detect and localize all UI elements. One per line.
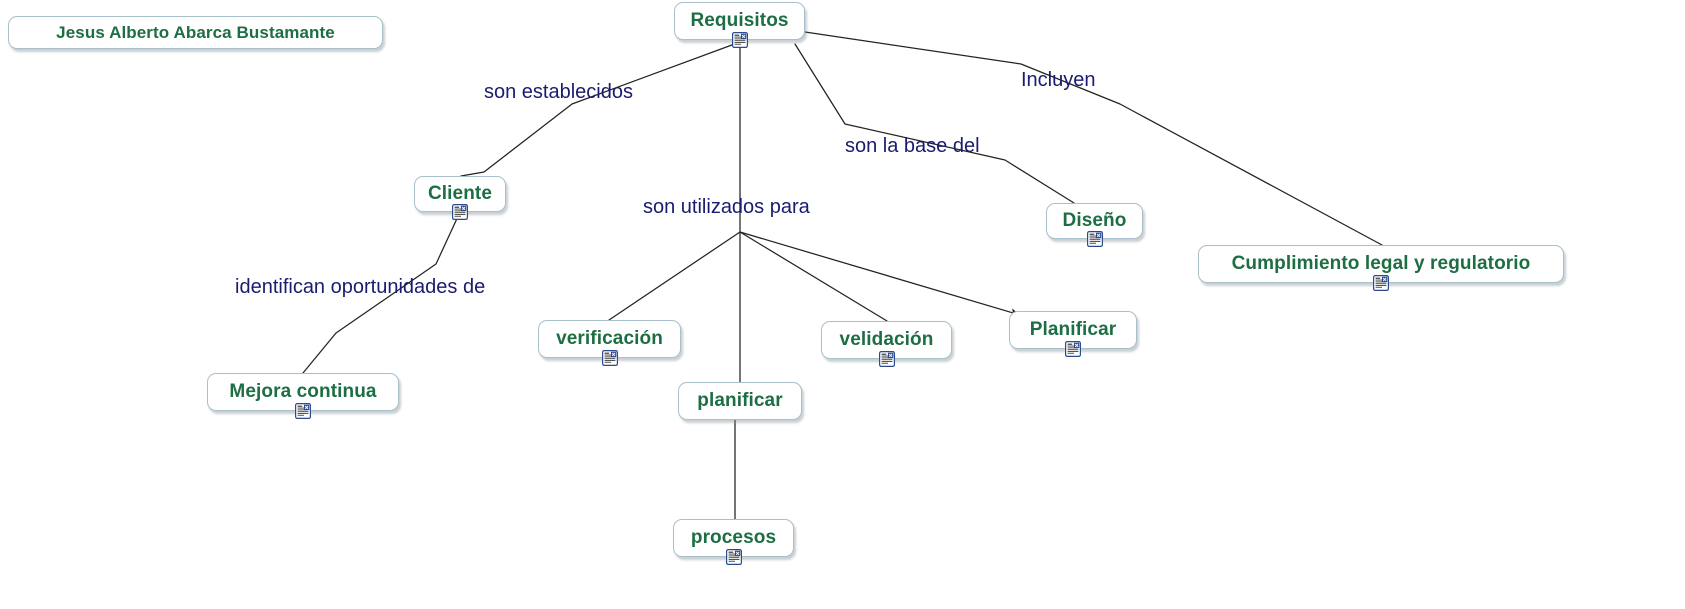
- document-icon[interactable]: [295, 403, 311, 419]
- concept-node-planificar_cap[interactable]: Planificar: [1009, 311, 1137, 357]
- concept-node-label: Cliente: [427, 183, 493, 204]
- concept-node-label: Cumplimiento legal y regulatorio: [1231, 253, 1531, 274]
- edge-requisitos-diseno[interactable]: [794, 43, 1075, 204]
- concept-node-cliente[interactable]: Cliente: [414, 176, 506, 220]
- edge-requisitos-cliente[interactable]: [460, 41, 741, 177]
- concept-node-validacion[interactable]: velidación: [821, 321, 952, 367]
- document-icon[interactable]: [725, 549, 742, 565]
- edge-utilizados-validacion[interactable]: [739, 231, 888, 322]
- link-label-utilizados[interactable]: son utilizados para: [643, 196, 810, 218]
- concept-node-label: procesos: [690, 527, 777, 548]
- document-icon[interactable]: [878, 351, 895, 367]
- concept-node-autor[interactable]: Jesus Alberto Abarca Bustamante: [8, 16, 383, 49]
- concept-node-label: velidación: [839, 329, 934, 350]
- concept-node-requisitos[interactable]: Requisitos: [674, 2, 805, 48]
- concept-node-planificar[interactable]: planificar: [678, 382, 802, 420]
- document-icon[interactable]: [601, 350, 618, 366]
- document-icon[interactable]: [452, 204, 468, 220]
- link-label-base_del[interactable]: son la base del: [845, 135, 980, 157]
- edge-utilizados-verificacion[interactable]: [608, 231, 741, 321]
- concept-node-label: Jesus Alberto Abarca Bustamante: [56, 22, 335, 42]
- concept-node-label: Planificar: [1029, 319, 1117, 340]
- link-label-incluyen[interactable]: Incluyen: [1021, 69, 1096, 91]
- concept-node-cumplimiento[interactable]: Cumplimiento legal y regulatorio: [1198, 245, 1564, 291]
- concept-node-diseno[interactable]: Diseño: [1046, 203, 1143, 247]
- concept-node-label: Requisitos: [690, 10, 789, 31]
- document-icon[interactable]: [1065, 341, 1081, 357]
- concept-node-label: verificación: [556, 328, 663, 349]
- concept-node-label: Diseño: [1062, 210, 1127, 231]
- concept-node-label: planificar: [697, 390, 783, 411]
- document-icon[interactable]: [731, 32, 748, 48]
- concept-node-procesos[interactable]: procesos: [673, 519, 794, 565]
- concept-node-mejora[interactable]: Mejora continua: [207, 373, 399, 419]
- link-label-oportunidades[interactable]: identifican oportunidades de: [235, 276, 486, 298]
- document-icon[interactable]: [1086, 231, 1103, 247]
- link-label-establecidos[interactable]: son establecidos: [484, 81, 633, 103]
- concept-node-verificacion[interactable]: verificación: [538, 320, 681, 366]
- document-icon[interactable]: [1373, 275, 1389, 291]
- edge-utilizados-planificar[interactable]: [739, 231, 1021, 317]
- concept-node-label: Mejora continua: [229, 381, 377, 402]
